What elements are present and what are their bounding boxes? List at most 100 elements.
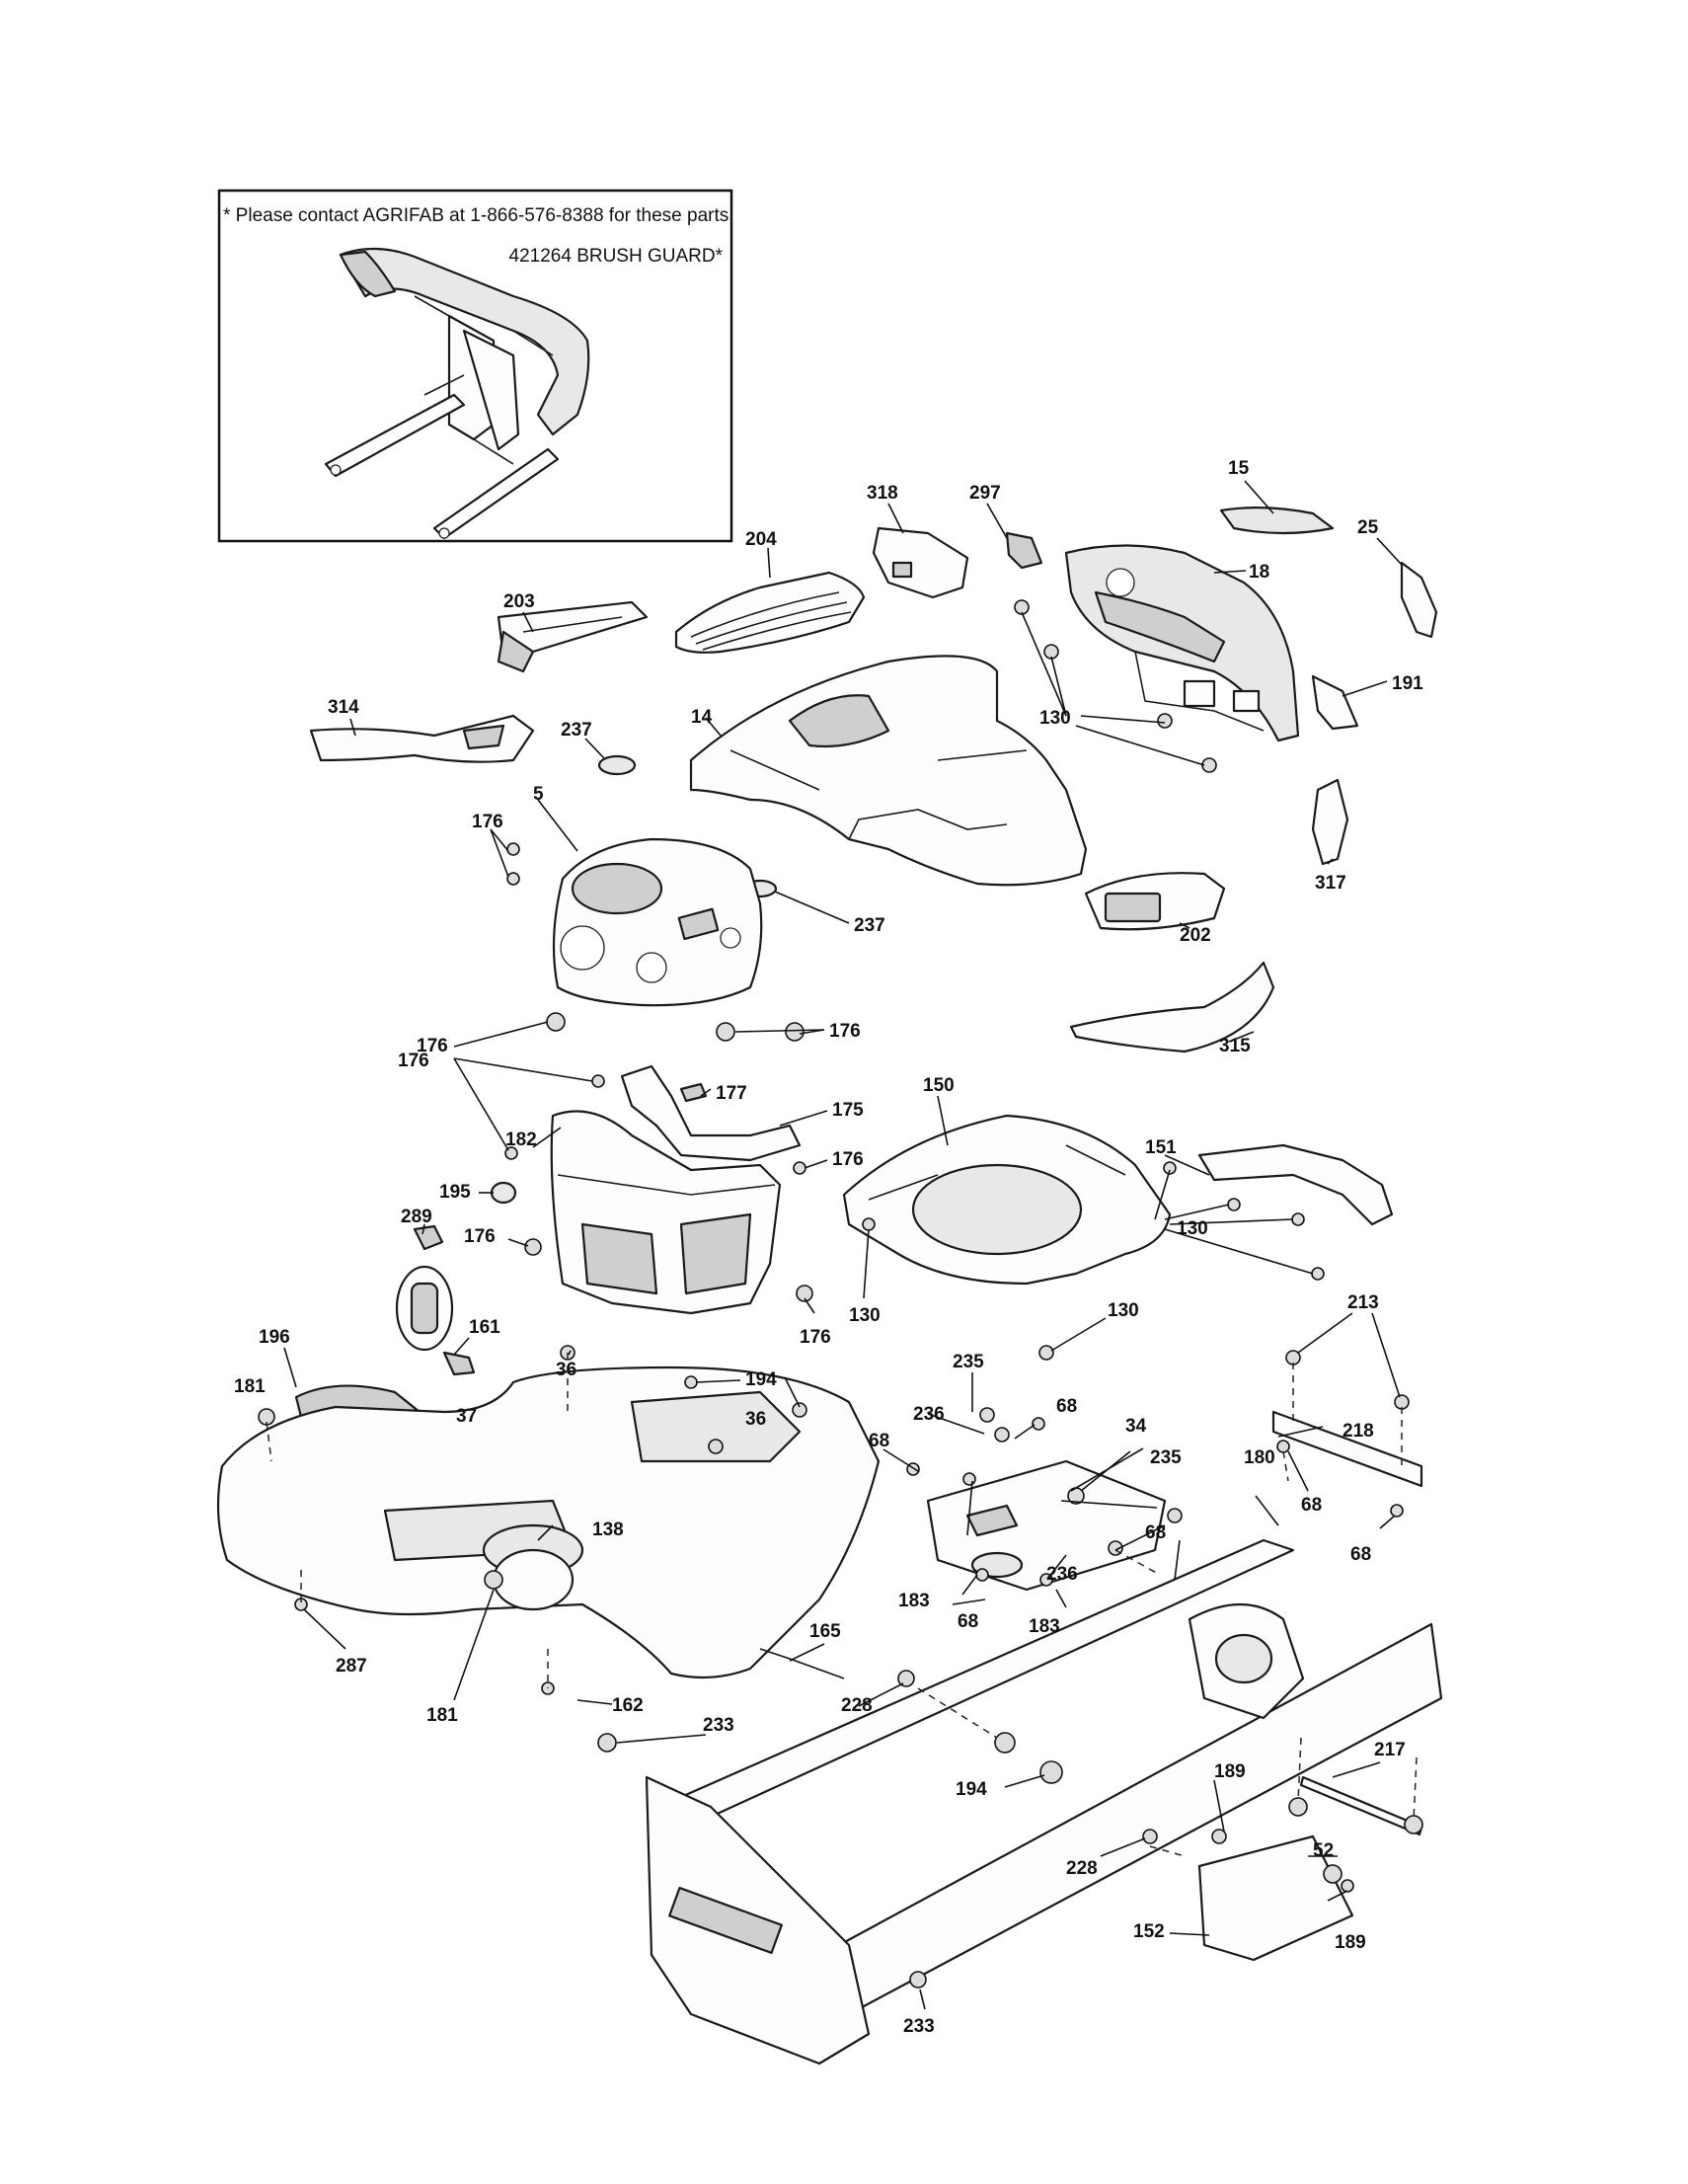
part-191-lens [1311, 674, 1359, 731]
callout-176-a: 176 [472, 812, 503, 832]
callout-68-f: 68 [958, 1611, 978, 1632]
part-297-clip [1005, 531, 1043, 570]
part-15-headlight-lens [1219, 507, 1335, 535]
part-314-side-trim [309, 714, 535, 763]
callout-150: 150 [923, 1075, 955, 1096]
callout-36-a: 36 [556, 1360, 576, 1380]
part-217-rod [1299, 1775, 1423, 1836]
hardware [258, 599, 1423, 1989]
part-152-guard [1197, 1834, 1354, 1962]
callout-315: 315 [1219, 1036, 1251, 1056]
callout-18: 18 [1249, 562, 1269, 583]
callout-5: 5 [533, 784, 544, 805]
callout-25: 25 [1357, 517, 1379, 538]
callout-34: 34 [1125, 1416, 1147, 1437]
callout-194-a: 194 [745, 1369, 777, 1390]
part-195-knob [490, 1181, 517, 1205]
part-165-rod [759, 1648, 845, 1679]
callout-130-upper: 130 [1039, 708, 1071, 729]
part-34-plate [926, 1459, 1167, 1592]
callout-189-a: 189 [1214, 1761, 1246, 1782]
part-151-bracket [1197, 1143, 1394, 1226]
callout-203: 203 [503, 591, 535, 612]
callout-36-b: 36 [745, 1409, 766, 1430]
brush-guard-inset: * Please contact AGRIFAB at 1-866-576-83… [217, 189, 734, 543]
part-37-footrest [216, 1365, 881, 1679]
part-218-bracket [1271, 1410, 1423, 1488]
callout-15: 15 [1228, 458, 1250, 479]
callout-130-right: 130 [1177, 1218, 1208, 1239]
callout-labels: 15 25 318 297 204 18 203 191 130 314 237… [234, 458, 1423, 2037]
callout-130-mid: 130 [849, 1305, 881, 1326]
part-317-bracket [1311, 778, 1349, 866]
part-150-floor-pan [842, 1114, 1172, 1286]
callout-14: 14 [691, 707, 713, 728]
callout-176-c: 176 [829, 1021, 861, 1042]
callout-68-e: 68 [1350, 1544, 1371, 1565]
callout-237-upper: 237 [561, 720, 592, 741]
callout-175: 175 [832, 1100, 864, 1121]
callout-317: 317 [1315, 873, 1346, 894]
callout-176-e: 176 [832, 1149, 864, 1170]
callout-176-g: 176 [800, 1327, 831, 1348]
part-5-dash-panel [552, 837, 763, 1007]
callout-297: 297 [969, 483, 1001, 504]
callout-183-b: 183 [1029, 1616, 1060, 1637]
callout-287: 287 [336, 1656, 367, 1677]
callout-165: 165 [809, 1621, 841, 1642]
callout-68-b: 68 [869, 1431, 889, 1451]
callout-228-b: 228 [1066, 1858, 1098, 1879]
callout-237-lower: 237 [854, 915, 885, 936]
part-175-bracket [620, 1064, 802, 1162]
callout-138: 138 [592, 1520, 624, 1540]
callout-181-b: 181 [426, 1705, 458, 1726]
callout-289: 289 [401, 1207, 432, 1227]
callout-235-a: 235 [953, 1352, 984, 1372]
part-237-plug-upper [597, 754, 637, 776]
callout-152: 152 [1133, 1921, 1165, 1942]
part-318-cover [872, 526, 969, 599]
callout-183-a: 183 [898, 1591, 930, 1611]
callout-68-d: 68 [1145, 1522, 1166, 1543]
callout-162: 162 [612, 1695, 644, 1716]
leader-lines [283, 480, 1403, 2010]
callout-68-c: 68 [1301, 1495, 1322, 1516]
callout-202: 202 [1180, 925, 1211, 946]
callout-236-a: 236 [913, 1404, 945, 1425]
callout-236-b: 236 [1046, 1564, 1078, 1585]
part-180-frame [645, 1538, 1443, 2066]
part-18-front-grille [1064, 544, 1300, 742]
callout-196: 196 [259, 1327, 290, 1348]
callout-228-a: 228 [841, 1695, 873, 1716]
callout-233-b: 233 [903, 2016, 935, 2037]
brush-guard-drawing [324, 247, 590, 540]
callout-181-a: 181 [234, 1376, 266, 1397]
callout-217: 217 [1374, 1740, 1406, 1760]
callout-235-b: 235 [1150, 1447, 1182, 1468]
callout-191: 191 [1392, 673, 1423, 694]
callout-37: 37 [456, 1406, 477, 1427]
callout-233-a: 233 [703, 1715, 734, 1736]
part-14-hood [689, 655, 1088, 887]
part-182-dash-housing [550, 1110, 782, 1315]
callout-161: 161 [469, 1317, 500, 1338]
callout-218: 218 [1343, 1421, 1374, 1442]
callout-151: 151 [1145, 1137, 1177, 1158]
inset-part-label: 421264 BRUSH GUARD* [509, 246, 724, 267]
callout-130-low: 130 [1108, 1300, 1139, 1321]
part-203-trim [497, 600, 649, 673]
inset-note: * Please contact AGRIFAB at 1-866-576-83… [223, 205, 734, 226]
callout-213: 213 [1347, 1292, 1379, 1313]
callout-177: 177 [716, 1083, 747, 1104]
callout-204: 204 [745, 529, 777, 550]
part-204-panel [674, 571, 866, 654]
callout-194-b: 194 [956, 1779, 987, 1800]
callout-176-b: 176 [417, 1036, 448, 1056]
part-161-gauge [395, 1265, 476, 1376]
callout-176-f: 176 [464, 1226, 496, 1247]
part-315-trim [1069, 961, 1275, 1053]
assembly-lines [266, 1353, 1418, 1857]
part-177-clip [679, 1082, 708, 1103]
callout-318: 318 [867, 483, 898, 504]
callout-176-d: 176 [398, 1051, 429, 1071]
